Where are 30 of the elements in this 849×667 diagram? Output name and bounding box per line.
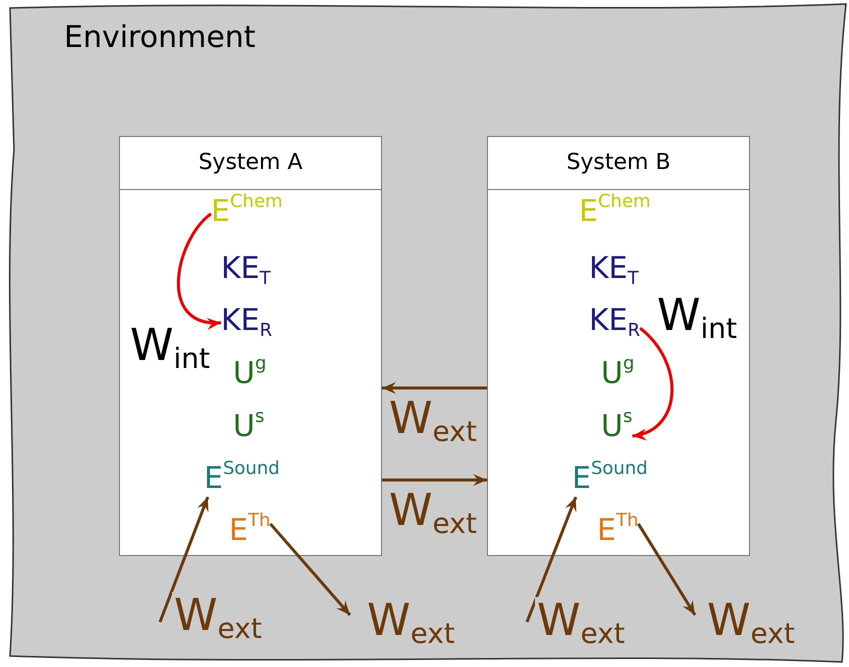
energy-term: KE$_{T}$ [221, 251, 271, 287]
arrow [637, 523, 696, 616]
energy-term: E$^{Chem}$ [579, 194, 651, 230]
arrow [632, 327, 674, 439]
system-box [119, 136, 382, 556]
energy-term: KE$_{R}$ [221, 303, 272, 339]
energy-term: E$^{Sound}$ [572, 461, 648, 497]
energy-term: U$^{s}$ [233, 409, 264, 445]
energy-term: U$^{g}$ [233, 356, 266, 392]
box-title: System B [488, 137, 749, 190]
energy-term: E$^{Th}$ [229, 513, 270, 549]
energy-term: KE$_{T}$ [589, 251, 639, 287]
arrow [382, 382, 487, 394]
energy-term: U$^{s}$ [601, 409, 632, 445]
edge-label: W$_{ext}$ [172, 592, 264, 640]
arrow [269, 522, 352, 616]
arrow [382, 474, 487, 486]
edge-label: W$_{ext}$ [535, 597, 627, 645]
edge-label: W$_{int}$ [129, 322, 212, 370]
energy-term: E$^{Chem}$ [211, 194, 283, 230]
arrow [526, 496, 578, 623]
energy-term: E$^{Th}$ [597, 513, 638, 549]
box-title: System A [120, 137, 381, 190]
region-title: Environment [64, 20, 256, 55]
energy-term: KE$_{R}$ [589, 303, 640, 339]
arrow [177, 212, 222, 328]
arrow [158, 496, 210, 623]
system-box [487, 136, 750, 556]
energy-term: E$^{Sound}$ [204, 461, 280, 497]
energy-term: U$^{g}$ [601, 356, 634, 392]
